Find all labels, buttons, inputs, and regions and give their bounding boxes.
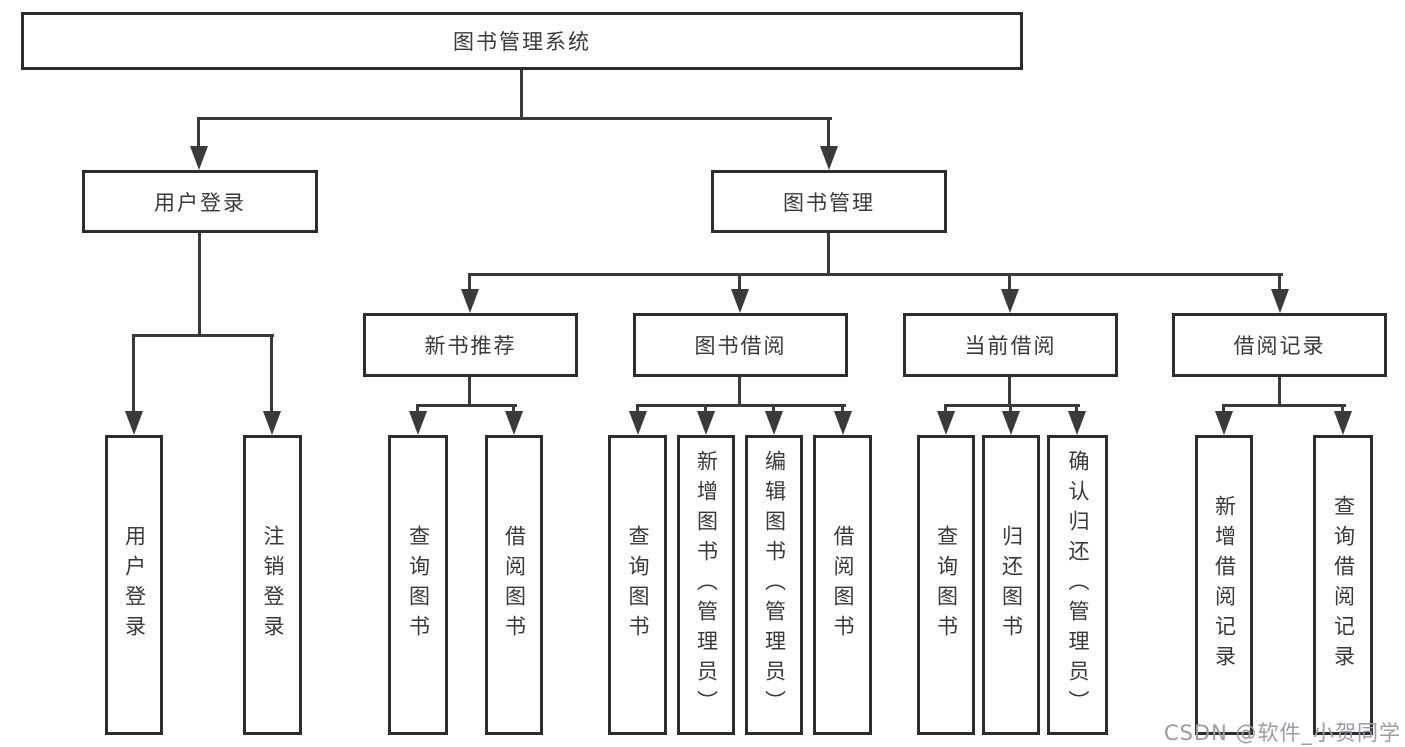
node-book-management: 图书管理: [711, 170, 947, 233]
node-book-management-label: 图书管理: [783, 190, 875, 215]
connector-borrow-drop-1: [636, 406, 639, 415]
leaf-record-query-record: 查询借阅记录: [1313, 435, 1373, 735]
connector-borrow-drop-2: [704, 406, 707, 415]
connector-current-drop-1: [944, 406, 947, 415]
arrowhead-to-book-management: [820, 146, 838, 170]
arrowhead-record-leaf-2: [1334, 411, 1352, 435]
watermark: CSDN @软件_小贺同学: [1163, 721, 1401, 745]
arrowhead-newbook-leaf-1: [409, 411, 427, 435]
node-new-book-recommend: 新书推荐: [363, 313, 578, 377]
leaf-newbook-query-book-label: 查询图书: [406, 525, 431, 645]
connector-current-stem: [1008, 377, 1011, 407]
connector-root-stem: [520, 70, 523, 120]
connector-newbook-stem: [468, 377, 471, 407]
leaf-logout: 注销登录: [243, 435, 302, 735]
arrowhead-borrow-leaf-1: [629, 411, 647, 435]
connector-newbook-drop-1: [416, 406, 419, 415]
connector-userlogin-bus: [132, 334, 274, 337]
arrowhead-borrow-leaf-4: [834, 411, 852, 435]
leaf-borrow-query-book: 查询图书: [608, 435, 667, 735]
connector-bookmgmt-drop-3: [1008, 275, 1011, 291]
arrowhead-to-new-book: [461, 289, 479, 313]
connector-record-stem: [1278, 377, 1281, 407]
leaf-borrow-query-book-label: 查询图书: [626, 525, 650, 645]
connector-current-bus: [944, 404, 1080, 407]
leaf-current-confirm-return-admin-label: 确认归还（管理员）: [1066, 450, 1090, 720]
connector-userlogin-drop-2: [270, 336, 273, 413]
leaf-current-query-book-label: 查询图书: [934, 525, 959, 645]
leaf-current-return-book-label: 归还图书: [999, 525, 1024, 645]
connector-borrow-drop-3: [772, 406, 775, 415]
node-current-borrow: 当前借阅: [903, 313, 1118, 377]
node-borrow-record: 借阅记录: [1172, 313, 1387, 377]
leaf-borrow-edit-book-admin-label: 编辑图书（管理员）: [762, 450, 787, 720]
leaf-borrow-add-book-admin: 新增图书（管理员）: [677, 435, 735, 735]
connector-current-drop-2: [1009, 406, 1012, 415]
leaf-borrow-borrow-book-label: 借阅图书: [831, 525, 855, 645]
connector-record-drop-1: [1222, 406, 1225, 415]
arrowhead-record-leaf-1: [1215, 411, 1233, 435]
connector-record-bus: [1222, 404, 1346, 407]
node-root: 图书管理系统: [21, 12, 1023, 70]
node-user-login-label: 用户登录: [154, 190, 246, 215]
arrowhead-to-user-login: [190, 146, 208, 170]
leaf-user-login: 用户登录: [105, 435, 163, 735]
connector-root-bus: [197, 117, 832, 120]
leaf-user-login-label: 用户登录: [122, 525, 147, 645]
connector-bookmgmt-drop-1: [468, 275, 471, 291]
node-current-borrow-label: 当前借阅: [964, 334, 1057, 358]
leaf-borrow-edit-book-admin: 编辑图书（管理员）: [745, 435, 803, 735]
connector-current-drop-3: [1075, 406, 1078, 415]
connector-userlogin-stem: [198, 233, 201, 337]
node-book-borrow: 图书借阅: [633, 313, 848, 377]
arrowhead-to-leaf-user-login: [125, 411, 143, 435]
leaf-borrow-add-book-admin-label: 新增图书（管理员）: [694, 450, 719, 720]
connector-root-drop-right: [827, 119, 830, 149]
arrowhead-current-leaf-1: [937, 411, 955, 435]
leaf-logout-label: 注销登录: [261, 525, 285, 645]
connector-root-drop-left: [197, 119, 200, 149]
leaf-newbook-borrow-book: 借阅图书: [485, 435, 543, 735]
leaf-newbook-borrow-book-label: 借阅图书: [502, 525, 527, 645]
arrowhead-current-leaf-3: [1068, 411, 1086, 435]
arrowhead-to-book-borrow: [731, 289, 749, 313]
connector-newbook-bus: [416, 404, 517, 407]
arrowhead-to-borrow-record: [1271, 289, 1289, 313]
connector-newbook-drop-2: [512, 406, 515, 415]
leaf-record-query-record-label: 查询借阅记录: [1331, 495, 1356, 675]
connector-borrow-bus: [636, 404, 846, 407]
node-new-book-recommend-label: 新书推荐: [424, 334, 517, 358]
node-borrow-record-label: 借阅记录: [1233, 334, 1326, 358]
node-book-borrow-label: 图书借阅: [694, 334, 787, 358]
leaf-current-confirm-return-admin: 确认归还（管理员）: [1047, 435, 1108, 735]
leaf-newbook-query-book: 查询图书: [388, 435, 448, 735]
node-user-login: 用户登录: [82, 170, 318, 233]
leaf-record-add-record-label: 新增借阅记录: [1212, 495, 1237, 675]
connector-bookmgmt-drop-4: [1278, 275, 1281, 291]
connector-borrow-drop-4: [841, 406, 844, 415]
connector-userlogin-drop-1: [132, 336, 135, 413]
arrowhead-borrow-leaf-2: [697, 411, 715, 435]
connector-bookmgmt-stem: [827, 233, 830, 276]
leaf-record-add-record: 新增借阅记录: [1195, 435, 1253, 735]
node-root-label: 图书管理系统: [453, 30, 591, 54]
arrowhead-to-leaf-logout: [263, 411, 281, 435]
connector-bookmgmt-drop-2: [738, 275, 741, 291]
leaf-current-query-book: 查询图书: [917, 435, 975, 735]
arrowhead-borrow-leaf-3: [765, 411, 783, 435]
connector-record-drop-2: [1341, 406, 1344, 415]
arrowhead-current-leaf-2: [1002, 411, 1020, 435]
connector-bookmgmt-bus: [468, 273, 1283, 276]
connector-borrow-stem: [738, 377, 741, 407]
arrowhead-newbook-leaf-2: [505, 411, 523, 435]
leaf-current-return-book: 归还图书: [982, 435, 1040, 735]
arrowhead-to-current-borrow: [1001, 289, 1019, 313]
leaf-borrow-borrow-book: 借阅图书: [813, 435, 872, 735]
